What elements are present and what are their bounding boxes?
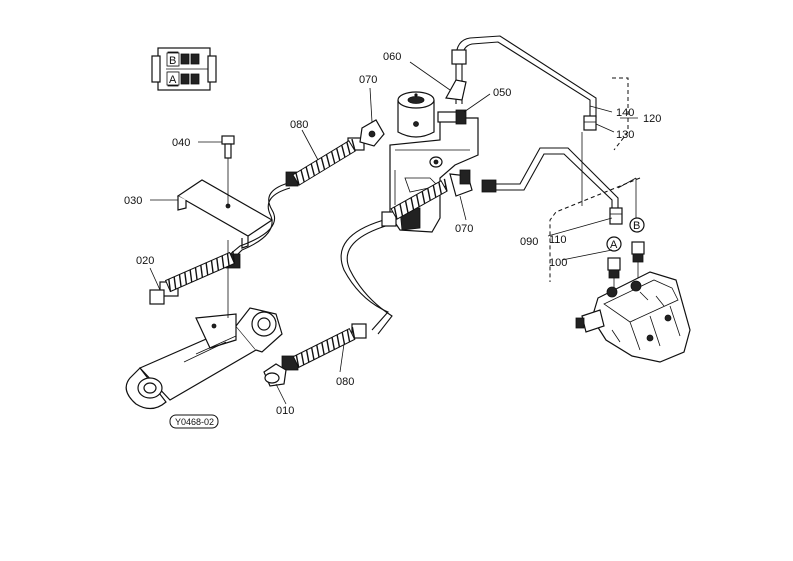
callout-030: 030 [124,195,142,207]
callout-120: 120 [643,113,661,125]
bolt-040 [221,135,235,206]
inset-port-a-label: A [169,74,177,86]
fitting-130 [583,115,597,131]
callout-110: 110 [549,234,567,246]
port-b-fitting [631,241,645,282]
figure-code-badge: Y0468-02 [169,414,219,429]
port-b-label: B [633,220,640,232]
callout-070-upper: 070 [359,74,377,86]
elbow-070-upper [359,119,385,147]
group-bracket-090 [549,132,641,282]
hose-080-lower [281,219,393,371]
callout-060: 060 [383,51,401,63]
callout-070-lower: 070 [455,223,473,235]
leader-lines [149,61,615,405]
valve-inset-icon: B A [151,47,217,91]
elbow-fitting-050 [437,109,467,125]
pipe-090 [481,147,619,210]
callout-130: 130 [616,129,634,141]
hydraulic-cylinder [125,240,283,410]
pipe-060 [445,35,597,118]
figure-code: Y0468-02 [175,417,214,427]
callout-040: 040 [172,137,190,149]
inset-port-b-label: B [169,55,176,67]
elbow-fitting-010 [263,363,287,387]
swivel-block [397,91,435,138]
callout-010: 010 [276,405,294,417]
port-b-marker: B [629,217,645,233]
hose-coils [164,138,448,369]
callout-100: 100 [549,257,567,269]
fitting-110 [609,207,623,225]
valve-stack-assembly [575,271,691,363]
port-a-marker: A [606,236,622,252]
group-bracket-120 [612,77,638,151]
callout-020: 020 [136,255,154,267]
port-a-label: A [610,239,618,251]
callout-080-upper: 080 [290,119,308,131]
callout-090: 090 [520,236,538,248]
callout-080-lower: 080 [336,376,354,388]
callout-140: 140 [616,107,634,119]
callout-050: 050 [493,87,511,99]
